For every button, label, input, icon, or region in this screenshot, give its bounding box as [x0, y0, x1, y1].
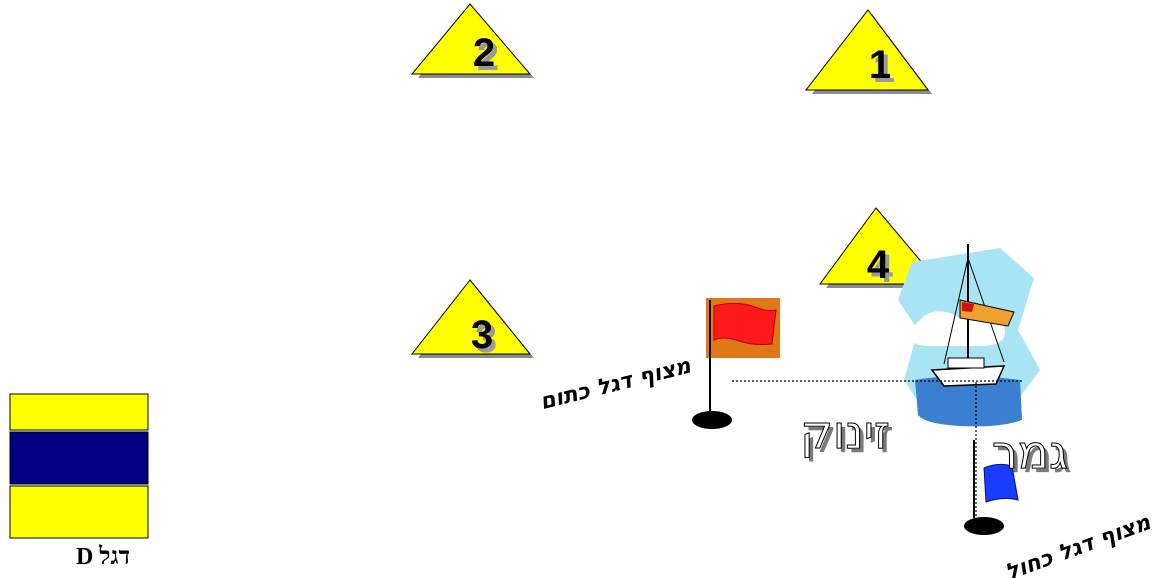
buoy-2-triangle	[412, 4, 530, 74]
blue-flag-anchor	[964, 517, 1004, 535]
signal-flag-d	[10, 394, 148, 538]
signal-flag-bottom-stripe	[10, 486, 148, 538]
buoy-4-number: 4	[867, 243, 890, 287]
orange-flag-buoy	[692, 298, 780, 429]
start-label: זינוק	[800, 405, 890, 459]
signal-flag-top-stripe	[10, 394, 148, 430]
hull	[932, 366, 1004, 386]
sailboat-icon	[898, 244, 1040, 426]
buoy-2: 2 2	[412, 4, 534, 79]
signal-flag-caption: D דגל	[76, 544, 130, 570]
buoy-2-number: 2	[473, 31, 495, 75]
orange-flag-buoy-label: מצוף דגל כתום	[538, 353, 695, 415]
orange-flag-anchor	[692, 411, 732, 429]
signal-flag-middle-stripe	[10, 432, 148, 484]
buoy-1: 1 1	[806, 10, 932, 94]
buoy-3: 3 3	[412, 280, 534, 361]
buoy-1-number: 1	[869, 43, 891, 87]
finish-label: גמר	[992, 425, 1068, 479]
buoy-3-number: 3	[471, 313, 493, 357]
blue-flag-buoy-label: מצוף דגל כחול	[1002, 510, 1155, 578]
buoy-1-triangle	[806, 10, 928, 90]
